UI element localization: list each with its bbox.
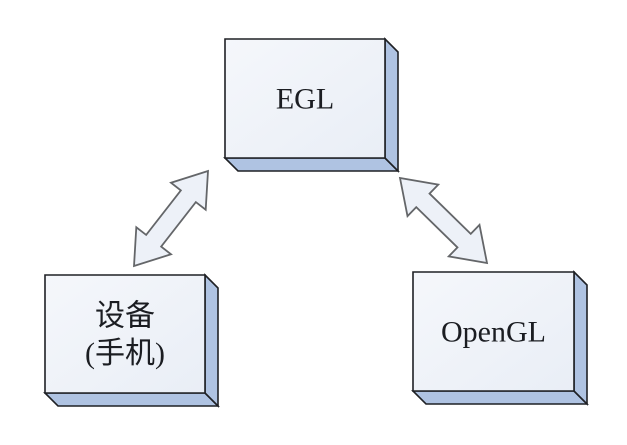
box-right-face bbox=[204, 273, 219, 408]
node-label-device: 设备 bbox=[95, 300, 155, 333]
node-opengl: OpenGL bbox=[411, 270, 589, 406]
box-front-face bbox=[44, 274, 206, 394]
connector-egl-device bbox=[133, 169, 209, 268]
double-arrow-icon bbox=[398, 176, 489, 265]
connector-egl-opengl bbox=[398, 176, 489, 265]
box-front-face bbox=[412, 271, 575, 392]
connectors-layer bbox=[133, 169, 489, 268]
node-label-egl: EGL bbox=[276, 83, 334, 116]
node-egl: EGL bbox=[223, 37, 400, 173]
node-label-device: (手机) bbox=[85, 337, 165, 370]
node-label-opengl: OpenGL bbox=[441, 316, 546, 349]
box-bottom-face bbox=[43, 392, 220, 407]
box-front-face bbox=[224, 38, 386, 159]
box-bottom-face bbox=[223, 157, 400, 172]
double-arrow-icon bbox=[133, 169, 209, 268]
box-right-face bbox=[384, 37, 399, 173]
nodes-layer: EGL 设备 (手机) OpenGL bbox=[43, 37, 589, 408]
box-bottom-face bbox=[411, 390, 589, 405]
node-device: 设备 (手机) bbox=[43, 273, 220, 408]
box-right-face bbox=[573, 270, 588, 406]
